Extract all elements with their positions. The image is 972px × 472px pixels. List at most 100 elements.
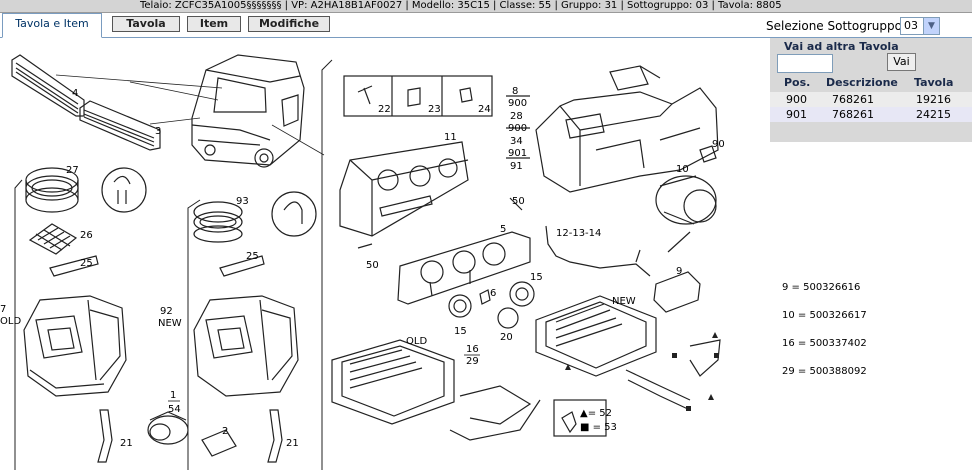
label-15: 15: [454, 326, 467, 337]
label-9: 9: [676, 266, 682, 277]
detail-zoom-circle-left: [101, 167, 147, 213]
item-button[interactable]: Item: [187, 16, 241, 32]
other-table-title: Vai ad altra Tavola: [784, 40, 899, 53]
label-24: 24: [478, 104, 491, 115]
air-housing-left-drawing: [23, 295, 127, 397]
heater-box-drawing: [535, 65, 719, 193]
tavola-button[interactable]: Tavola: [112, 16, 180, 32]
label-21: 21: [286, 438, 299, 449]
label-25: 25: [246, 251, 259, 262]
detail-zoom-circle-right: [271, 191, 317, 237]
label-11: 11: [444, 132, 457, 143]
cell-tavola: 19216: [916, 93, 951, 106]
label-new: NEW: [158, 318, 182, 329]
label-901: 901: [508, 148, 527, 159]
label-50: 50: [512, 196, 525, 207]
label-91: 91: [510, 161, 523, 172]
part-code: 29 = 500388092: [782, 366, 867, 377]
label-23: 23: [428, 104, 441, 115]
blower-part-10-drawing: [655, 175, 717, 225]
exploded-parts-diagram[interactable]: 4 3 27 26 25 7 OLD 21 1 54 2 93 25 92 NE…: [0, 38, 765, 472]
table-row[interactable]: 900 768261 19216: [770, 92, 972, 107]
bellows-part-54-drawing: [147, 411, 189, 445]
cell-tavola: 24215: [916, 108, 951, 121]
knob-insert-part-6-drawing: [479, 289, 491, 305]
ring-part-93-drawing: [193, 201, 243, 243]
label-16: 16: [466, 344, 479, 355]
other-table-panel: Vai ad altra Tavola Vai Pos. Descrizione…: [770, 38, 972, 142]
label-92: 92: [160, 306, 173, 317]
label-900: 900: [508, 123, 527, 134]
label-1: 1: [170, 390, 176, 401]
heater-core-new-drawing: [535, 295, 657, 377]
heater-pipes-drawing: [449, 385, 541, 441]
label-25: 25: [80, 258, 93, 269]
label-15: 15: [530, 272, 543, 283]
label-26: 26: [80, 230, 93, 241]
label-50: 50: [366, 260, 379, 271]
fasteners-box: [343, 75, 493, 117]
label-53: ■ = 53: [580, 422, 617, 433]
label-21: 21: [120, 438, 133, 449]
subgroup-select[interactable]: 03 ▼: [900, 17, 940, 35]
table-row[interactable]: 901 768261 24215: [770, 107, 972, 122]
label-54: 54: [168, 404, 181, 415]
strip-part-25-drawing: [49, 255, 99, 277]
vai-button[interactable]: Vai: [887, 53, 916, 71]
grille-part-4-drawing: [11, 54, 85, 117]
part-code: 16 = 500337402: [782, 338, 867, 349]
wire-harness-part-12-13-14-drawing: [545, 225, 651, 277]
grille-part-3-drawing: [79, 100, 161, 151]
tab-tavola-e-item[interactable]: Tavola e Item: [2, 13, 102, 38]
vehicle-info-bar: Telaio: ZCFC35A1005§§§§§§§ | VP: A2HA18B…: [0, 0, 972, 13]
label-12-13-14: 12-13-14: [556, 228, 601, 239]
label-old: OLD: [406, 336, 427, 347]
van-front-drawing: [191, 54, 305, 168]
chevron-down-icon[interactable]: ▼: [923, 18, 939, 34]
relay-part-90-drawing: [699, 145, 717, 163]
ring-part-27-drawing: [25, 167, 79, 213]
cell-descrizione: 768261: [832, 93, 874, 106]
air-housing-right-drawing: [193, 295, 299, 397]
cell-pos: 901: [786, 108, 807, 121]
label-4: 4: [72, 88, 78, 99]
control-bezel-part-5-drawing: [397, 231, 531, 305]
subgroup-select-label: Selezione Sottogruppo: [766, 19, 902, 33]
label-8: 8: [512, 86, 518, 97]
label-new: NEW: [612, 296, 636, 307]
vehicle-info-text: Telaio: ZCFC35A1005§§§§§§§ | VP: A2HA18B…: [140, 0, 782, 11]
cell-descrizione: 768261: [832, 108, 874, 121]
part-code: 9 = 500326616: [782, 282, 861, 293]
table-number-input[interactable]: [777, 54, 833, 73]
cell-pos: 900: [786, 93, 807, 106]
knob-part-20-drawing: [497, 307, 519, 329]
duct-part-21-left-drawing: [97, 409, 113, 463]
label-52: ▲= 52: [580, 408, 612, 419]
duct-part-21-right-drawing: [267, 409, 283, 463]
label-20: 20: [500, 332, 513, 343]
column-header-pos: Pos.: [784, 76, 811, 89]
knob-part-15-left-drawing: [448, 294, 472, 318]
label-34: 34: [510, 136, 523, 147]
label-7: 7: [0, 304, 6, 315]
label-27: 27: [66, 165, 79, 176]
resistor-part-9-drawing: [653, 271, 701, 313]
filter-part-26-drawing: [28, 223, 78, 255]
label-3: 3: [155, 126, 161, 137]
label-22: 22: [378, 104, 391, 115]
subgroup-select-value: 03: [904, 19, 918, 32]
tab-row: Tavola e Item Tavola Item Modifiche Sele…: [0, 13, 972, 38]
label-old: OLD: [0, 316, 21, 327]
label-90: 90: [712, 139, 725, 150]
part-code: 10 = 500326617: [782, 310, 867, 321]
label-2: 2: [222, 426, 228, 437]
label-5: 5: [500, 224, 506, 235]
clamp-legend-box: [553, 399, 607, 437]
modifiche-button[interactable]: Modifiche: [248, 16, 330, 32]
column-header-descrizione: Descrizione: [826, 76, 898, 89]
strip-part-25-right-drawing: [219, 255, 265, 277]
column-header-tavola: Tavola: [914, 76, 954, 89]
label-10: 10: [676, 164, 689, 175]
label-28: 28: [510, 111, 523, 122]
control-panel-part-11-drawing: [339, 141, 469, 237]
